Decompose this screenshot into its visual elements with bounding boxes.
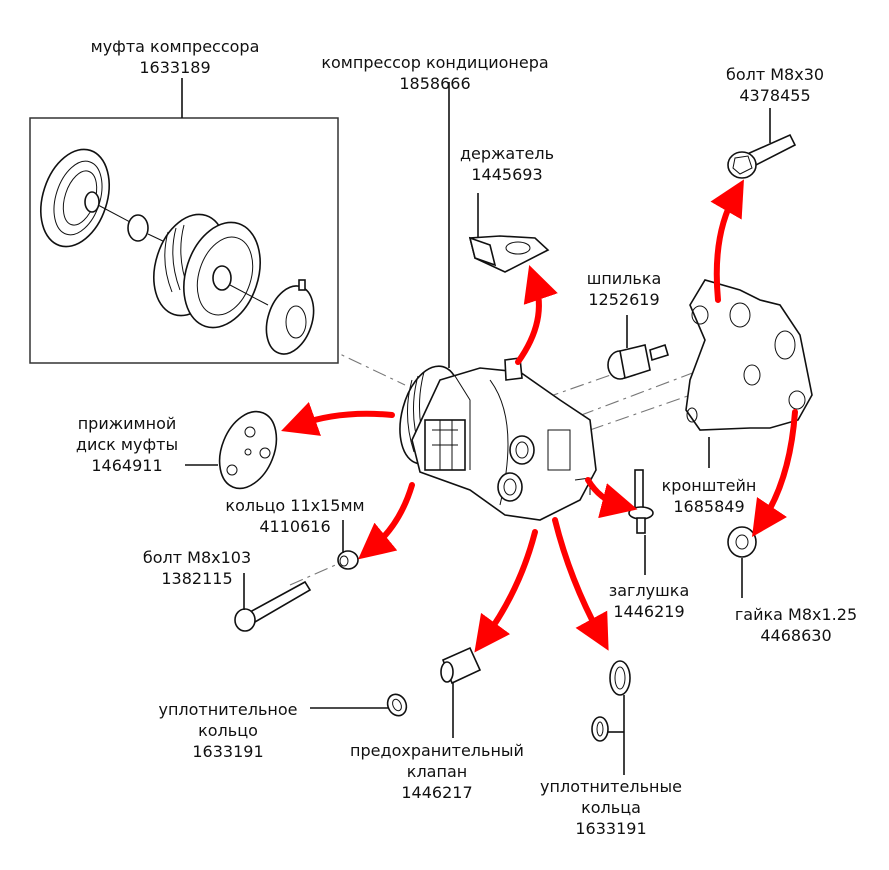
clutch-inset — [29, 78, 339, 364]
clutch-spacer — [127, 214, 149, 242]
label-seal-ring: уплотнительное кольцо 1633191 — [158, 699, 297, 762]
bolt-m8x30-name: болт M8x30 — [725, 65, 825, 84]
arrow-to-holder — [515, 264, 558, 365]
seal-ring-part — [386, 693, 408, 717]
pressure-plate-name-2: диск муфты — [75, 435, 179, 454]
pressure-plate-name-1: прижимной — [77, 414, 177, 433]
holder-number: 1445693 — [471, 165, 543, 184]
label-seal-rings: уплотнительные кольца 1633191 — [540, 776, 682, 839]
ring-11x15-number: 4110616 — [259, 517, 331, 536]
label-ring-11x15: кольцо 11x15мм 4110616 — [225, 495, 364, 537]
arrow-to-plug — [585, 477, 638, 519]
label-bracket: кронштейн 1685849 — [662, 475, 757, 517]
bracket-part — [685, 279, 813, 431]
nut-name: гайка M8x1.25 — [734, 605, 858, 624]
relief-valve-name-1: предохранительный — [350, 741, 524, 760]
compressor-name: компрессор кондиционера — [321, 53, 549, 72]
arrow-to-bolt-m8x30 — [710, 179, 744, 303]
label-bolt-m8x30: болт M8x30 4378455 — [726, 64, 824, 106]
label-stud: шпилька 1252619 — [587, 268, 662, 310]
arrow-to-nut — [752, 409, 798, 537]
bolt-m8x103-part — [234, 580, 312, 632]
holder-name: держатель — [459, 144, 555, 163]
clutch-number: 1633189 — [139, 58, 211, 77]
label-compressor: компрессор кондиционера 1858666 — [321, 52, 548, 94]
bracket-number: 1685849 — [673, 497, 745, 516]
arrow-to-seal-rings — [552, 517, 609, 651]
arrow-to-ring — [358, 482, 415, 560]
label-pressure-plate: прижимной диск муфты 1464911 — [76, 413, 178, 476]
label-plug: заглушка 1446219 — [609, 580, 690, 622]
arrow-to-pressure-plate — [281, 401, 395, 436]
stud-part — [607, 343, 669, 380]
ring-11x15-part — [337, 550, 359, 570]
label-relief-valve: предохранительный клапан 1446217 — [350, 740, 524, 803]
nut-part — [727, 526, 757, 558]
relief-valve-number: 1446217 — [401, 783, 473, 802]
compressor-body — [399, 357, 597, 521]
nut-number: 4468630 — [760, 626, 832, 645]
label-holder: держатель 1445693 — [460, 143, 554, 185]
label-bolt-m8x103: болт M8x103 1382115 — [143, 547, 251, 589]
seal-ring-name-1: уплотнительное — [158, 700, 298, 719]
plug-name: заглушка — [608, 581, 690, 600]
ring-11x15-name: кольцо 11x15мм — [225, 496, 365, 515]
bolt-m8x103-number: 1382115 — [161, 569, 233, 588]
seal-ring-number: 1633191 — [192, 742, 264, 761]
seal-rings-name-1: уплотнительные — [540, 777, 682, 796]
bracket-name: кронштейн — [661, 476, 757, 495]
plug-part — [628, 469, 654, 534]
compressor-number: 1858666 — [399, 74, 471, 93]
clutch-pulley — [153, 213, 261, 329]
bolt-m8x103-name: болт M8x103 — [142, 548, 252, 567]
seal-rings-number: 1633191 — [575, 819, 647, 838]
clutch-name: муфта компрессора — [90, 37, 260, 56]
red-arrows — [281, 179, 798, 653]
relief-valve-name-2: клапан — [406, 762, 468, 781]
arrow-to-relief-valve — [474, 529, 538, 653]
clutch-front-plate — [40, 148, 110, 248]
pressure-plate-part — [218, 410, 278, 490]
clutch-coil — [265, 279, 315, 355]
bolt-m8x30-number: 4378455 — [739, 86, 811, 105]
plug-number: 1446219 — [613, 602, 685, 621]
seal-rings-name-2: кольца — [581, 798, 641, 817]
seal-ring-name-2: кольцо — [198, 721, 258, 740]
label-nut: гайка M8x1.25 4468630 — [735, 604, 857, 646]
holder-part — [468, 235, 550, 273]
pressure-plate-number: 1464911 — [91, 456, 163, 475]
seal-rings-part — [591, 660, 631, 742]
label-clutch: муфта компрессора 1633189 — [91, 36, 260, 78]
stud-name: шпилька — [586, 269, 662, 288]
relief-valve-part — [440, 646, 482, 685]
stud-number: 1252619 — [588, 290, 660, 309]
bolt-m8x30-part — [727, 133, 797, 179]
